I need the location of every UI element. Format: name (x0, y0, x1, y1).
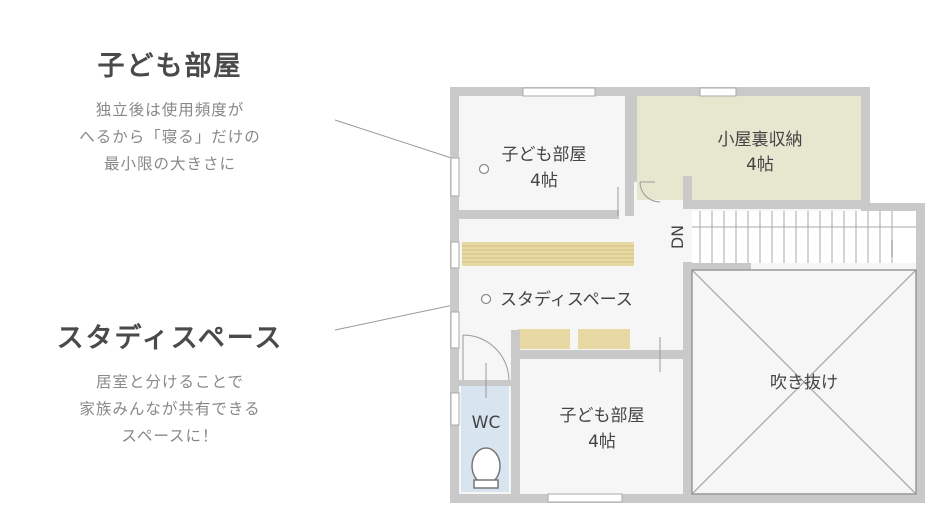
attic-size: 4帖 (746, 155, 774, 175)
kodomo-callout-line-3: 最小限の大きさに (103, 155, 236, 173)
study-callout-line-2: 家族みんなが共有できる (79, 400, 261, 418)
window-bottom (547, 493, 623, 503)
kodomo-top-wall-bottom (459, 210, 619, 219)
kodomo-bottom-name: 子ども部屋 (560, 406, 645, 426)
void-name: 吹き抜け (770, 373, 838, 393)
toilet-tank (473, 479, 499, 489)
window-top-left (522, 87, 596, 97)
study-callout-line-3: スペースに！ (121, 427, 219, 445)
study-callout: スタディスペース 居室と分けることで 家族みんなが共有できる スペースに！ (30, 316, 310, 450)
shelf-lines (462, 245, 634, 263)
kodomo-top-wall-right (625, 96, 634, 216)
kodomo-bottom-wall-top (511, 350, 686, 359)
kodomo-callout-line-2: へるから「寝る」だけの (79, 128, 261, 146)
window-left-3 (450, 311, 460, 349)
wc-wall-top (459, 380, 511, 386)
attic-name: 小屋裏収納 (718, 129, 803, 150)
wc-door-swing (462, 334, 510, 381)
study-callout-description: 居室と分けることで 家族みんなが共有できる スペースに！ (30, 369, 310, 450)
shelf-box-right (578, 329, 630, 349)
attic-wall-bottom (683, 200, 861, 209)
window-left-1 (450, 157, 460, 197)
windows (450, 87, 737, 503)
attic-room (637, 96, 861, 200)
study-marker (480, 293, 492, 305)
kodomo-callout-description: 独立後は使用頻度が へるから「寝る」だけの 最小限の大きさに (40, 97, 300, 178)
window-left-2 (450, 241, 460, 269)
study-callout-title: スタディスペース (56, 323, 284, 354)
toilet-icon (471, 447, 501, 485)
void-diagonal-2 (691, 269, 917, 495)
stairs-wall-bottom (683, 262, 751, 270)
kodomo-marker (478, 163, 490, 175)
kodomo-bottom-wall-left (511, 330, 520, 494)
window-left-4 (450, 392, 460, 426)
study-name: スタディスペース (500, 289, 633, 310)
kodomo-bottom-size: 4帖 (588, 432, 616, 452)
stairs-dn-label: DN (668, 225, 687, 249)
kodomo-callout-title: 子ども部屋 (97, 51, 243, 82)
study-callout-line-1: 居室と分けることで (95, 373, 245, 391)
kodomo-callout-line-1: 独立後は使用頻度が (95, 101, 245, 119)
kodomo-callout: 子ども部屋 独立後は使用頻度が へるから「寝る」だけの 最小限の大きさに (40, 44, 300, 178)
door-attic-swing (639, 181, 661, 203)
kodomo-top-name: 子ども部屋 (502, 145, 587, 165)
window-top-right (699, 87, 737, 97)
doors (485, 181, 661, 398)
void-wall-left (683, 262, 692, 494)
attic-wall-step (683, 176, 692, 209)
kodomo-top-size: 4帖 (530, 171, 558, 191)
shelf-box-left (518, 329, 570, 349)
wc-name: WC (472, 413, 501, 433)
stairs-area (692, 211, 916, 263)
